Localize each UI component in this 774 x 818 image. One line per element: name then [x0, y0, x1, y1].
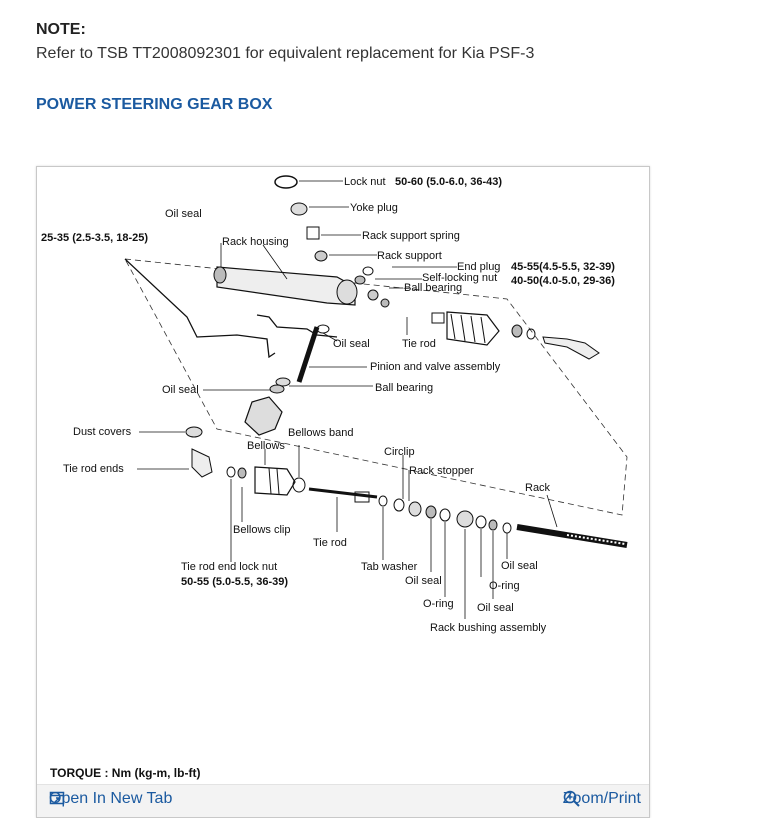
bellows-lower-part: [254, 466, 296, 496]
label-end-plug: End plug: [457, 261, 500, 273]
label-rack-stopper: Rack stopper: [409, 465, 474, 477]
label-bellows-clip: Bellows clip: [233, 524, 290, 536]
label-self-locking-nut: Self-locking nut: [422, 272, 497, 284]
label-circlip: Circlip: [384, 446, 415, 458]
label-tie-rod-end-lock-nut: Tie rod end lock nut: [181, 561, 277, 573]
rack-bushing-part: [456, 510, 474, 528]
label-tie-rod-top: Tie rod: [402, 338, 436, 350]
label-lock-nut: Lock nut: [344, 176, 386, 188]
pinion-valve-part: [296, 326, 320, 383]
label-yoke-plug: Yoke plug: [350, 202, 398, 214]
label-lock-nut-torque: 50-60 (5.0-6.0, 36-43): [395, 176, 502, 188]
rack-stopper-part: [408, 501, 422, 517]
rack-support-part: [314, 250, 328, 262]
open-new-tab-icon: [49, 791, 65, 805]
label-o-ring-1: O-ring: [489, 580, 520, 592]
zoom-print-button[interactable]: Zoom/Print: [563, 790, 641, 808]
label-bellows: Bellows: [247, 440, 285, 452]
figure-toolbar: Open In New Tab Zoom/Print: [37, 784, 649, 817]
label-oil-seal-r2: Oil seal: [405, 575, 442, 587]
label-ball-bearing-mid: Ball bearing: [375, 382, 433, 394]
open-new-tab-button[interactable]: Open In New Tab: [49, 790, 172, 808]
label-oil-seal-left: Oil seal: [162, 384, 199, 396]
label-rack-housing: Rack housing: [222, 236, 289, 248]
rack-support-spring-part: [306, 226, 320, 240]
label-rack-support: Rack support: [377, 250, 442, 262]
label-tab-washer: Tab washer: [361, 561, 418, 573]
label-tie-rod-ends: Tie rod ends: [63, 463, 124, 475]
label-oil-seal-r1: Oil seal: [501, 560, 538, 572]
valve-body-part: [244, 396, 283, 436]
label-end-plug-torque: 45-55(4.5-5.5, 32-39): [511, 261, 615, 273]
pipe-left: [124, 258, 276, 359]
label-tie-rod-bottom: Tie rod: [313, 537, 347, 549]
pipe-right: [256, 314, 338, 338]
lock-nut-part: [274, 175, 298, 189]
label-oil-seal-top: Oil seal: [165, 208, 202, 220]
label-rack: Rack: [525, 482, 551, 494]
section-heading: POWER STEERING GEAR BOX: [36, 96, 273, 113]
note-title: NOTE:: [36, 21, 86, 38]
label-self-locking-nut-torque: 40-50(4.0-5.0, 29-36): [511, 275, 615, 287]
label-bellows-band: Bellows band: [288, 427, 353, 439]
label-tie-rod-end-lock-nut-torque: 50-55 (5.0-5.5, 36-39): [181, 576, 288, 588]
dust-cover-part: [185, 426, 203, 438]
tie-rod-lower-part: [308, 487, 378, 499]
zoom-print-label: Zoom/Print: [562, 790, 641, 807]
zoom-icon: [563, 790, 580, 807]
open-new-tab-label: Open In New Tab: [49, 790, 173, 807]
label-rack-bushing: Rack bushing assembly: [430, 622, 547, 634]
label-ball-bearing-top: Ball bearing: [404, 282, 462, 294]
label-dust-covers: Dust covers: [73, 426, 132, 438]
bellows-upper-part: [446, 311, 500, 346]
label-pinion-valve: Pinion and valve assembly: [370, 361, 501, 373]
diagram-figure: Lock nut 50-60 (5.0-6.0, 36-43) Yoke plu…: [36, 166, 650, 818]
assembly-outline: [124, 258, 628, 516]
torque-caption: TORQUE : Nm (kg-m, lb-ft): [50, 766, 201, 780]
yoke-plug-part: [290, 202, 308, 216]
note-text: Refer to TSB TT2008092301 for equivalent…: [36, 45, 535, 62]
label-torque-25-35: 25-35 (2.5-3.5, 18-25): [41, 232, 148, 244]
label-oil-seal-mid: Oil seal: [333, 338, 370, 350]
circlip-part: [393, 498, 405, 512]
label-rack-support-spring: Rack support spring: [362, 230, 460, 242]
label-o-ring-2: O-ring: [423, 598, 454, 610]
steering-gear-diagram: Lock nut 50-60 (5.0-6.0, 36-43) Yoke plu…: [41, 175, 628, 634]
tie-rod-end-right-part: [542, 336, 600, 360]
tie-rod-end-left-part: [191, 448, 213, 478]
rack-housing-part: [216, 266, 356, 306]
label-oil-seal-r3: Oil seal: [477, 602, 514, 614]
